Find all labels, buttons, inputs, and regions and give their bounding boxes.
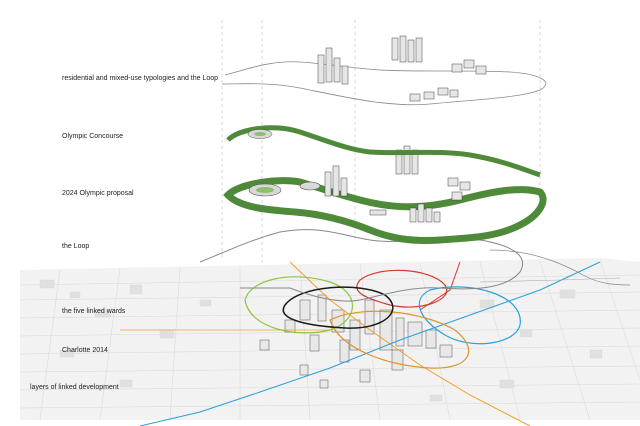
ward-blue [418, 286, 521, 345]
downtown-buildings [259, 294, 453, 389]
label-olympic-concourse: Olympic Concourse [62, 133, 124, 140]
label-charlotte-2014: Charlotte 2014 [62, 347, 108, 354]
label-residential-typologies: residential and mixed-use typologies and… [62, 75, 219, 82]
label-layers-linked-development: layers of linked development [30, 384, 119, 391]
arena [299, 181, 321, 191]
ward-orange [329, 310, 470, 369]
transit-line-red [419, 261, 461, 311]
city-base-map [19, 258, 640, 421]
ward-green [244, 276, 354, 334]
ward-black [282, 286, 394, 329]
ward-red [356, 269, 448, 308]
label-five-linked-wards: the five linked wards [62, 308, 126, 315]
transit-line-blue [139, 261, 601, 426]
ward-boundaries [244, 269, 521, 369]
residential-layer [221, 35, 547, 106]
olympic-proposal-layer [223, 145, 547, 244]
label-the-loop: the Loop [62, 243, 90, 250]
transit-line-orange [289, 261, 531, 426]
olympic-concourse-layer [226, 125, 541, 178]
vertical-guides [221, 20, 541, 290]
transit-lines [120, 261, 621, 426]
label-olympic-proposal: 2024 Olympic proposal [62, 190, 134, 197]
the-loop-line [199, 229, 523, 302]
